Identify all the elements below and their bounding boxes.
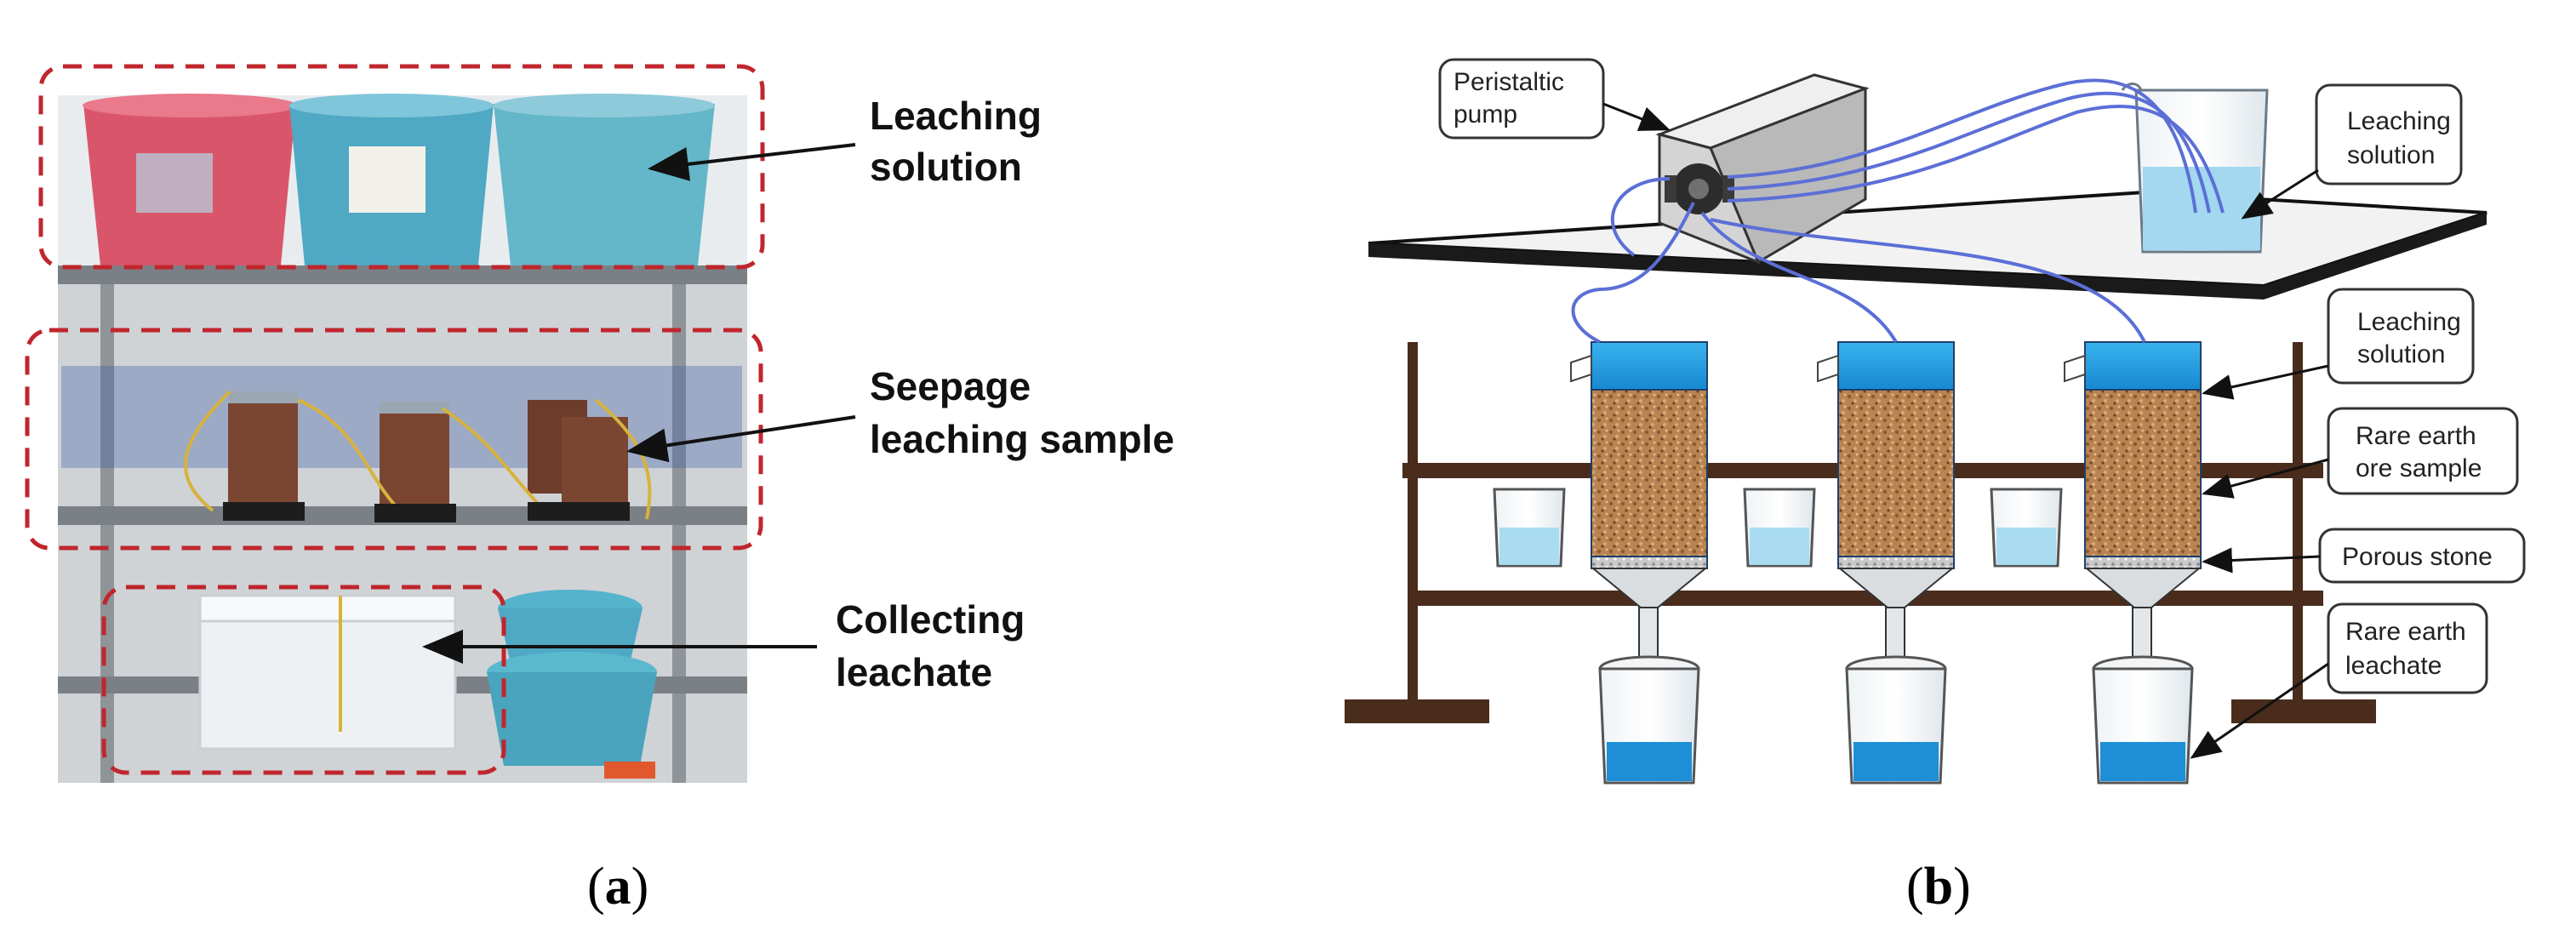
dashed-box-seepage-sample [25,328,763,551]
frame-bar-lower [1411,591,2323,606]
column-2 [380,408,449,506]
callout-collecting-line2: leachate [836,650,992,694]
label-pump-line2: pump [1454,100,1517,128]
label-porous-line1: Porous stone [2342,543,2493,571]
solution-beaker [2121,83,2269,254]
leaching-column-2 [1817,341,1955,702]
callout-leaching-solution-line2: solution [870,145,1022,189]
frame-post-left [1408,342,1418,705]
label-leachate-line1: Rare earth [2345,618,2466,646]
frame-post-right [2293,342,2303,705]
caption-a-close: ) [631,858,649,916]
caption-a-letter: a [605,858,631,916]
callout-collecting-leachate: Collecting leachate [422,597,1025,694]
column-4 [562,417,628,506]
callout-collecting-line1: Collecting [836,597,1025,642]
label-porous-stone: Porous stone [2202,528,2526,584]
caption-b-open: ( [1906,858,1924,916]
label-column-solution-line1: Leaching [2357,308,2461,336]
caption-a-open: ( [587,858,605,916]
dashed-box-leaching-solution [38,64,765,270]
label-ore-line2: ore sample [2356,454,2482,482]
label-leaching-solution-beaker: Leaching solution [2241,83,2463,220]
bucket-blue-right [494,104,715,265]
callout-seepage-sample: Seepage leaching sample [626,364,1174,463]
callout-seepage-line1: Seepage [870,364,1031,408]
table-edge [1368,213,2487,300]
callout-leaching-solution: Leaching solution [648,94,1042,189]
label-peristaltic-pump: Peristaltic pump [1438,58,1671,140]
label-ore-line1: Rare earth [2356,422,2476,450]
caption-b: (b) [1906,858,1971,916]
leaching-column-3 [2064,341,2202,702]
label-pump-line1: Peristaltic [1454,68,1564,96]
rack-post-right [672,268,686,783]
dashed-box-collecting-leachate [101,585,506,775]
collecting-beakers [1598,655,2194,785]
caption-b-letter: b [1924,858,1953,916]
panel-a-photo [25,64,765,783]
caption-b-close: ) [1953,858,1971,916]
frame-foot-right [2231,699,2376,723]
label-rare-earth-leachate: Rare earth leachate [2190,602,2488,759]
leachate-containers [198,590,657,779]
callout-leaching-solution-line1: Leaching [870,94,1042,138]
label-column-solution-line2: solution [2357,340,2445,368]
peristaltic-pump [1655,73,1870,265]
rack-post-left [100,268,114,783]
column-1 [228,398,298,505]
label-rare-earth-ore-sample: Rare earth ore sample [2202,407,2519,499]
callout-seepage-line2: leaching sample [870,417,1174,461]
leaching-solution-buckets [83,94,715,265]
frame-foot-left [1345,699,1489,723]
caption-a: (a) [587,858,648,916]
rack-shelf-top [58,265,747,284]
label-leaching-solution-column: Leaching solution [2202,288,2475,400]
leaching-column-1 [1570,341,1708,702]
tubing [1571,78,2225,344]
label-beaker-line2: solution [2347,141,2435,169]
label-leachate-line2: leachate [2345,652,2442,680]
side-beakers [1493,488,2063,568]
panel-b-schematic [1345,73,2487,785]
label-beaker-line1: Leaching [2347,107,2451,135]
